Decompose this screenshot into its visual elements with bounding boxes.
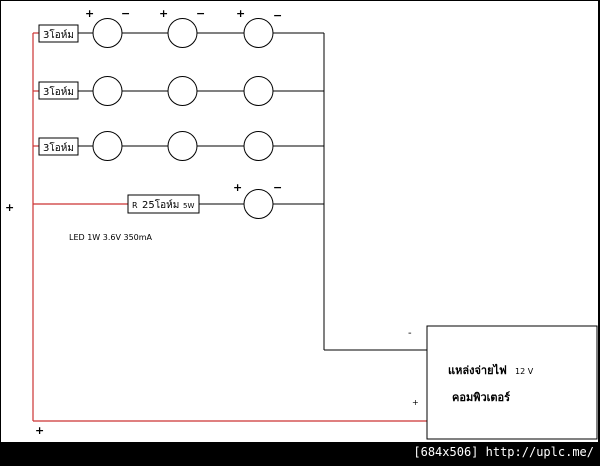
resistor-row1-label: 3โอห์ม xyxy=(43,28,74,41)
resistor-row3: 3โอห์ม xyxy=(38,137,79,156)
led-r1-3 xyxy=(243,18,274,48)
led-r2-2 xyxy=(167,76,198,106)
led-r2-1 xyxy=(92,76,123,106)
image-host-footer: [684x506] http://uplc.me/ xyxy=(0,442,600,462)
series-resistor-power: 5W xyxy=(183,202,194,210)
polarity-minus-2: − xyxy=(196,7,205,20)
rail-plus-bottom: + xyxy=(35,424,44,437)
led-r1-2 xyxy=(167,18,198,48)
power-supply: - + แหล่งจ่ายไฟ 12 V คอมพิวเตอร์ xyxy=(408,325,598,440)
psu-title: แหล่งจ่ายไฟ xyxy=(448,363,507,377)
psu-voltage: 12 V xyxy=(515,367,534,376)
led-r3-2 xyxy=(167,131,198,161)
led-r3-3 xyxy=(243,131,274,161)
polarity-plus-4: + xyxy=(233,181,242,194)
polarity-minus-1: − xyxy=(121,7,130,20)
series-resistor-prefix: R xyxy=(132,201,138,210)
led-r1-1 xyxy=(92,18,123,48)
polarity-plus-2: + xyxy=(159,7,168,20)
rail-plus-left: + xyxy=(5,201,14,214)
psu-subtitle: คอมพิวเตอร์ xyxy=(452,391,510,404)
resistor-row3-label: 3โอห์ม xyxy=(43,141,74,154)
series-resistor: R 25โอห์ม 5W xyxy=(127,194,200,214)
wiring xyxy=(78,32,427,351)
polarity-minus-3: − xyxy=(273,9,282,22)
psu-minus-label: - xyxy=(408,328,412,339)
led-group xyxy=(92,18,274,219)
polarity-plus-3: + xyxy=(236,7,245,20)
polarity-plus-1: + xyxy=(85,7,94,20)
psu-plus-label: + xyxy=(412,398,419,407)
polarity-minus-4: − xyxy=(273,181,282,194)
resistor-row2: 3โอห์ม xyxy=(38,81,79,100)
positive-rail xyxy=(32,32,427,422)
led-r2-3 xyxy=(243,76,274,106)
resistor-row2-label: 3โอห์ม xyxy=(43,85,74,98)
resistor-row1: 3โอห์ม xyxy=(38,24,79,43)
series-resistor-value: 25โอห์ม xyxy=(142,198,179,211)
led-r4-1 xyxy=(243,189,274,219)
led-spec-label: LED 1W 3.6V 350mA xyxy=(69,233,153,242)
led-r3-1 xyxy=(92,131,123,161)
